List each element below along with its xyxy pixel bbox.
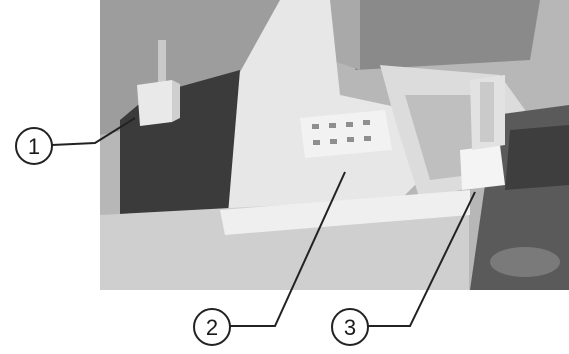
callout-label-1: 1 [28, 134, 40, 159]
callout-label-2: 2 [206, 315, 218, 340]
callout-1: 1 [16, 128, 52, 164]
machine-render [100, 0, 569, 290]
callout-3: 3 [332, 309, 368, 345]
sensor-block [137, 80, 180, 126]
callout-2: 2 [194, 309, 230, 345]
callout-label-3: 3 [344, 315, 356, 340]
connector-panel [300, 110, 392, 158]
